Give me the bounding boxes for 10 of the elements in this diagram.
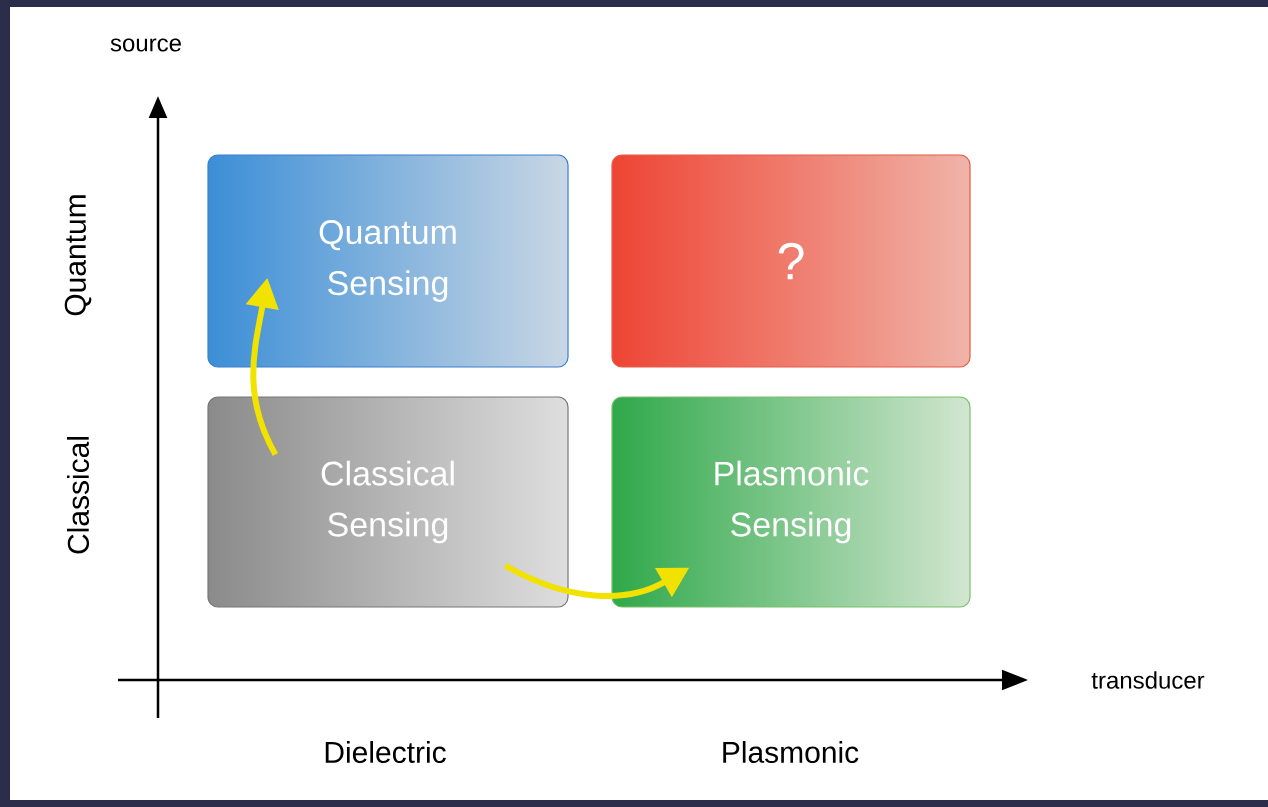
axis-label: transducer <box>1091 671 1205 689</box>
axis-label: Dielectric <box>325 741 446 764</box>
axis-label: Classical <box>67 437 90 554</box>
axis-label: Plasmonic <box>723 741 859 764</box>
sensing-box: Plasmonic Sensing <box>611 396 971 608</box>
sensing-box: ? <box>611 154 971 368</box>
sensing-box: Classical Sensing <box>207 396 569 608</box>
axis-label: Quantum <box>64 195 92 316</box>
axis-label: source <box>110 38 181 52</box>
sensing-box: Quantum Sensing <box>207 154 569 368</box>
